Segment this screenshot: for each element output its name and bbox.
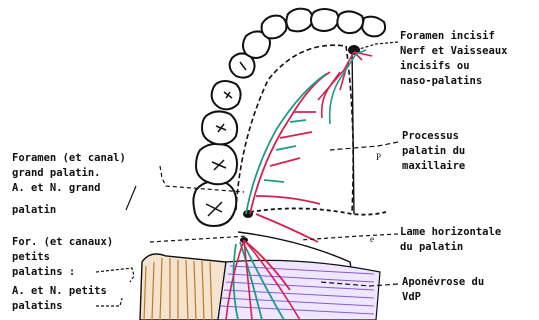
label-for-petits-4: A. et N. petits — [12, 285, 107, 298]
aponeurosis — [218, 260, 380, 320]
label-foramen-grand-1: Foramen (et canal) — [12, 152, 126, 165]
label-nerf-vaisseaux-1: Nerf et Vaisseaux — [400, 45, 507, 58]
premolar-1 — [212, 81, 241, 109]
label-for-petits-1: For. (et canaux) — [12, 236, 113, 249]
label-for-petits-3: palatins : — [12, 266, 75, 279]
label-foramen-grand-3: A. et N. grand — [12, 182, 101, 195]
nasopalatine-vessels — [318, 52, 372, 118]
label-for-petits-5: palatins — [12, 300, 63, 313]
teeth-row — [193, 9, 385, 226]
label-foramen-grand-4: palatin — [12, 204, 56, 217]
label-nerf-vaisseaux-3: naso-palatins — [400, 75, 482, 88]
label-foramen-incisif: Foramen incisif — [400, 30, 495, 43]
soft-palate-flap — [140, 254, 226, 320]
label-aponevrose-1: Aponévrose du — [402, 276, 484, 289]
transverse-suture — [250, 208, 386, 214]
label-foramen-grand-2: grand palatin. — [12, 167, 101, 180]
label-processus-1: Processus — [402, 130, 459, 143]
label-processus-3: maxillaire — [402, 160, 465, 173]
incisor-2 — [286, 9, 312, 32]
median-suture — [352, 46, 354, 214]
incisor-5 — [362, 17, 385, 37]
label-nerf-vaisseaux-2: incisifs ou — [400, 60, 470, 73]
label-for-petits-2: petits — [12, 251, 50, 264]
label-processus-2: palatin du — [402, 145, 465, 158]
molar-1 — [193, 181, 236, 226]
label-lame-1: Lame horizontale — [400, 226, 501, 239]
marker-e: e — [370, 234, 374, 244]
incisor-4 — [337, 11, 363, 33]
label-aponevrose-2: VdP — [402, 291, 421, 304]
incisor-3 — [311, 9, 339, 31]
incisor-1 — [262, 16, 287, 39]
nasopalatine-nerve — [330, 50, 366, 124]
label-lame-2: du palatin — [400, 241, 463, 254]
marker-p: P — [376, 152, 381, 162]
